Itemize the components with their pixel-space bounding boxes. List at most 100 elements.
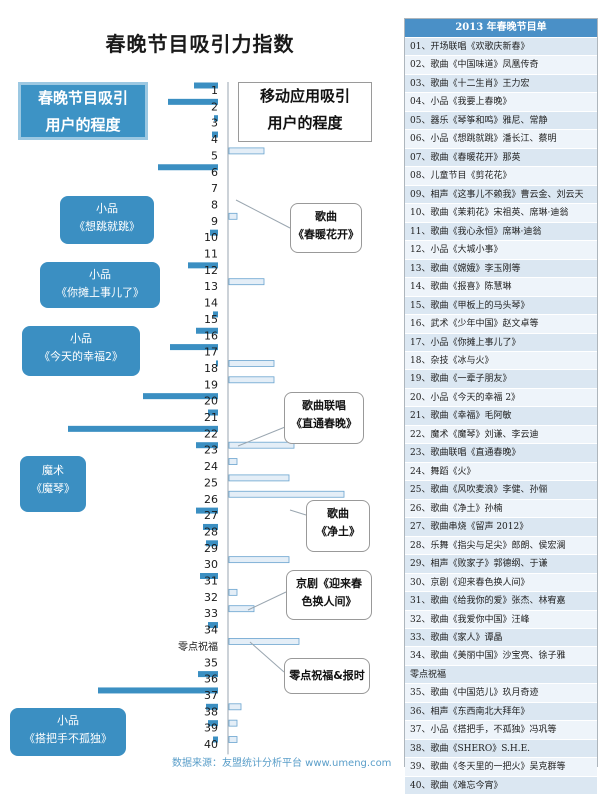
category-label: 20 bbox=[204, 395, 218, 408]
program-list-item: 05、器乐《琴筝和鸣》雅尼、常静 bbox=[405, 110, 597, 130]
callout-line: 《魔琴》 bbox=[31, 482, 75, 495]
category-label: 1 bbox=[211, 84, 218, 97]
program-list-item: 02、歌曲《中国味道》凤凰传奇 bbox=[405, 55, 597, 74]
left-bar bbox=[214, 115, 218, 122]
right-bar bbox=[228, 736, 238, 743]
category-label: 39 bbox=[204, 722, 218, 735]
left-bar bbox=[196, 507, 218, 514]
callout-line: 《春暖花开》 bbox=[293, 228, 359, 241]
program-list-item: 32、歌曲《我爱你中国》汪峰 bbox=[405, 609, 597, 628]
category-label: 18 bbox=[204, 362, 218, 375]
right-bar bbox=[228, 556, 290, 564]
leader-line-zhitong bbox=[237, 424, 291, 447]
callout-gequ-jingtu: 歌曲 《净土》 bbox=[306, 500, 370, 552]
category-label: 29 bbox=[204, 542, 218, 555]
callout-xiaopin-jintian: 小品 《今天的幸福2》 bbox=[22, 326, 140, 376]
leader-line-jingtu bbox=[289, 509, 307, 516]
category-label: 17 bbox=[204, 346, 218, 359]
category-label: 32 bbox=[204, 591, 218, 604]
category-label: 9 bbox=[211, 215, 218, 228]
program-list-item: 26、歌曲《净土》孙楠 bbox=[405, 498, 597, 518]
program-list-item: 37、小品《搭把手，不孤独》冯巩等 bbox=[405, 720, 597, 739]
left-bar bbox=[98, 687, 218, 694]
callout-line: 《搭把手不孤独》 bbox=[24, 732, 112, 745]
category-label: 36 bbox=[204, 673, 218, 686]
right-bar bbox=[228, 360, 275, 367]
callout-line: 零点祝福&报时 bbox=[289, 669, 365, 682]
right-bar bbox=[228, 588, 238, 596]
program-list-item: 16、武术《少年中国》赵文卓等 bbox=[405, 314, 597, 333]
callout-line: 《直通春晚》 bbox=[291, 417, 357, 430]
category-label: 16 bbox=[204, 329, 218, 342]
category-label: 6 bbox=[211, 166, 218, 179]
category-label: 22 bbox=[204, 427, 218, 440]
right-header-line1: 移动应用吸引 bbox=[259, 87, 350, 105]
callout-line: 小品 bbox=[70, 332, 92, 345]
left-bar bbox=[208, 622, 218, 629]
program-list-item: 01、开场联唱《欢歌庆新春》 bbox=[405, 37, 597, 56]
program-list-item: 06、小品《想跳就跳》潘长江、蔡明 bbox=[405, 129, 597, 148]
category-label: 5 bbox=[211, 149, 218, 162]
left-bar bbox=[196, 327, 218, 334]
category-label: 25 bbox=[204, 476, 218, 489]
program-list-item: 29、相声《败家子》郭德纲、于谦 bbox=[405, 554, 597, 573]
left-bar bbox=[208, 409, 218, 416]
right-bar bbox=[228, 605, 255, 613]
program-list-item: 38、歌曲《SHERO》S.H.E. bbox=[405, 738, 597, 758]
right-bar bbox=[228, 490, 345, 498]
program-list-item: 21、歌曲《幸福》毛阿敏 bbox=[405, 406, 597, 425]
program-list-item: 36、相声《东西南北大拜年》 bbox=[405, 701, 597, 721]
right-bar bbox=[228, 147, 265, 155]
right-header: 移动应用吸引 用户的程度 bbox=[238, 82, 372, 142]
program-list: 2013 年春晚节目单 01、开场联唱《欢歌庆新春》02、歌曲《中国味道》凤凰传… bbox=[404, 18, 598, 794]
category-label: 10 bbox=[204, 231, 218, 244]
program-list-item: 07、歌曲《春暖花开》那英 bbox=[405, 147, 597, 167]
left-bar bbox=[170, 344, 218, 351]
callout-line: 歌曲联唱 bbox=[302, 399, 346, 412]
left-bar bbox=[188, 262, 218, 269]
program-list-item: 12、小品《大城小事》 bbox=[405, 240, 597, 259]
right-bar bbox=[228, 278, 265, 286]
category-label: 33 bbox=[204, 607, 218, 620]
callout-xiaopin-xiangtiao: 小品 《想跳就跳》 bbox=[60, 196, 154, 244]
category-label: 19 bbox=[204, 378, 218, 391]
callout-line: 小品 bbox=[89, 268, 111, 281]
data-source: 数据来源：友盟统计分析平台 www.umeng.com bbox=[172, 758, 392, 769]
left-header: 春晚节目吸引 用户的程度 bbox=[18, 82, 148, 140]
category-label: 30 bbox=[204, 558, 218, 571]
program-list-item: 22、魔术《魔琴》刘谦、李云迪 bbox=[405, 424, 597, 444]
left-bar bbox=[216, 360, 218, 367]
page-title: 春晚节目吸引力指数 bbox=[105, 32, 295, 56]
category-label: 13 bbox=[204, 280, 218, 293]
callout-gequ-chunnuan: 歌曲 《春暖花开》 bbox=[290, 203, 362, 253]
left-header-line1: 春晚节目吸引 bbox=[37, 89, 128, 107]
category-label: 40 bbox=[204, 738, 218, 751]
category-label: 35 bbox=[204, 656, 218, 669]
program-list-item: 11、歌曲《我心永恒》席琳·迪翁 bbox=[405, 221, 597, 241]
left-bar bbox=[198, 671, 218, 678]
program-list-item: 25、歌曲《风吹麦浪》李健、孙俪 bbox=[405, 480, 597, 499]
program-list-item: 27、歌曲串烧《留声 2012》 bbox=[405, 517, 597, 536]
callout-line: 《净土》 bbox=[316, 525, 360, 538]
callout-line: 小品 bbox=[57, 714, 79, 727]
program-list-item: 03、歌曲《十二生肖》王力宏 bbox=[405, 73, 597, 93]
category-label: 27 bbox=[204, 509, 218, 522]
category-label: 24 bbox=[204, 460, 218, 473]
right-bar bbox=[228, 719, 238, 727]
program-list-item: 04、小品《我要上春晚》 bbox=[405, 92, 597, 111]
callout-line: 歌曲 bbox=[315, 210, 337, 223]
program-list-item: 39、歌曲《冬天里的一把火》吴克群等 bbox=[405, 757, 597, 776]
callout-line: 《想跳就跳》 bbox=[74, 220, 140, 233]
diverging-bar-chart: 1234567891011121314151617181920212223242… bbox=[68, 82, 345, 755]
category-label: 14 bbox=[204, 297, 218, 310]
program-list-item: 31、歌曲《给我你的爱》张杰、林宥嘉 bbox=[405, 591, 597, 610]
left-bar bbox=[206, 703, 218, 710]
program-list-item: 34、歌曲《美丽中国》沙宝亮、徐子雅 bbox=[405, 646, 597, 665]
program-list-item: 18、杂技《冰与火》 bbox=[405, 350, 597, 370]
category-label: 31 bbox=[204, 575, 218, 588]
program-list-item: 零点祝福 bbox=[405, 664, 597, 684]
program-list-item: 10、歌曲《茉莉花》宋祖英、席琳·迪翁 bbox=[405, 203, 597, 222]
left-header-line2: 用户的程度 bbox=[45, 116, 121, 134]
callout-moshu-moqin: 魔术 《魔琴》 bbox=[20, 456, 86, 512]
